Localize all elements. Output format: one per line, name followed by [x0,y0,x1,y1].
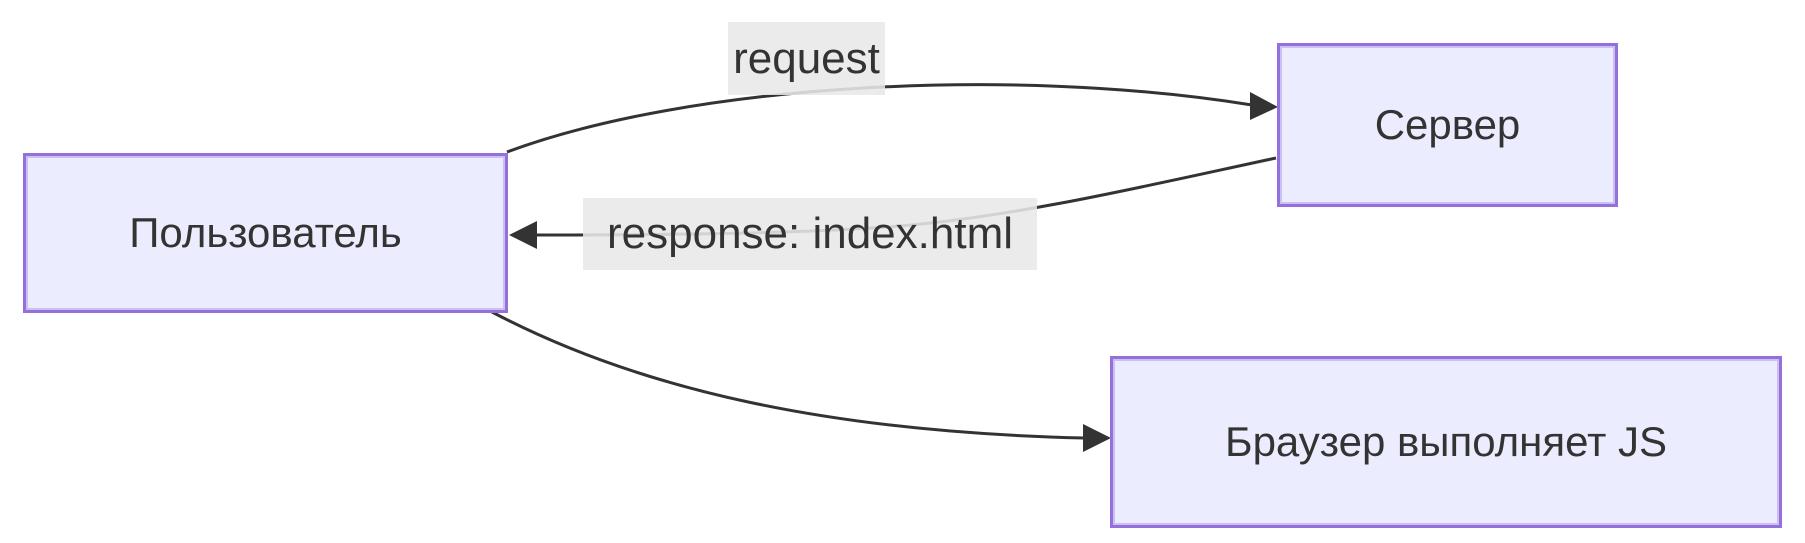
edge-label-response: response: index.html [583,198,1037,270]
node-server-label: Сервер [1374,101,1521,148]
edge-label-request: request [728,22,885,95]
arrowhead-into-browser [1083,424,1111,452]
node-browser: Браузер выполняет JS [1110,356,1782,528]
node-server: Сервер [1277,43,1618,207]
edge-label-request-text: request [733,33,880,83]
arrowhead-into-user [509,221,537,249]
edge-label-response-text: response: index.html [607,209,1013,258]
edge-user-to-browser [491,310,1085,440]
node-user-label: Пользователь [129,209,402,256]
arrowhead-into-server [1250,92,1278,120]
node-browser-label: Браузер выполняет JS [1225,418,1667,465]
node-user: Пользователь [23,153,508,313]
